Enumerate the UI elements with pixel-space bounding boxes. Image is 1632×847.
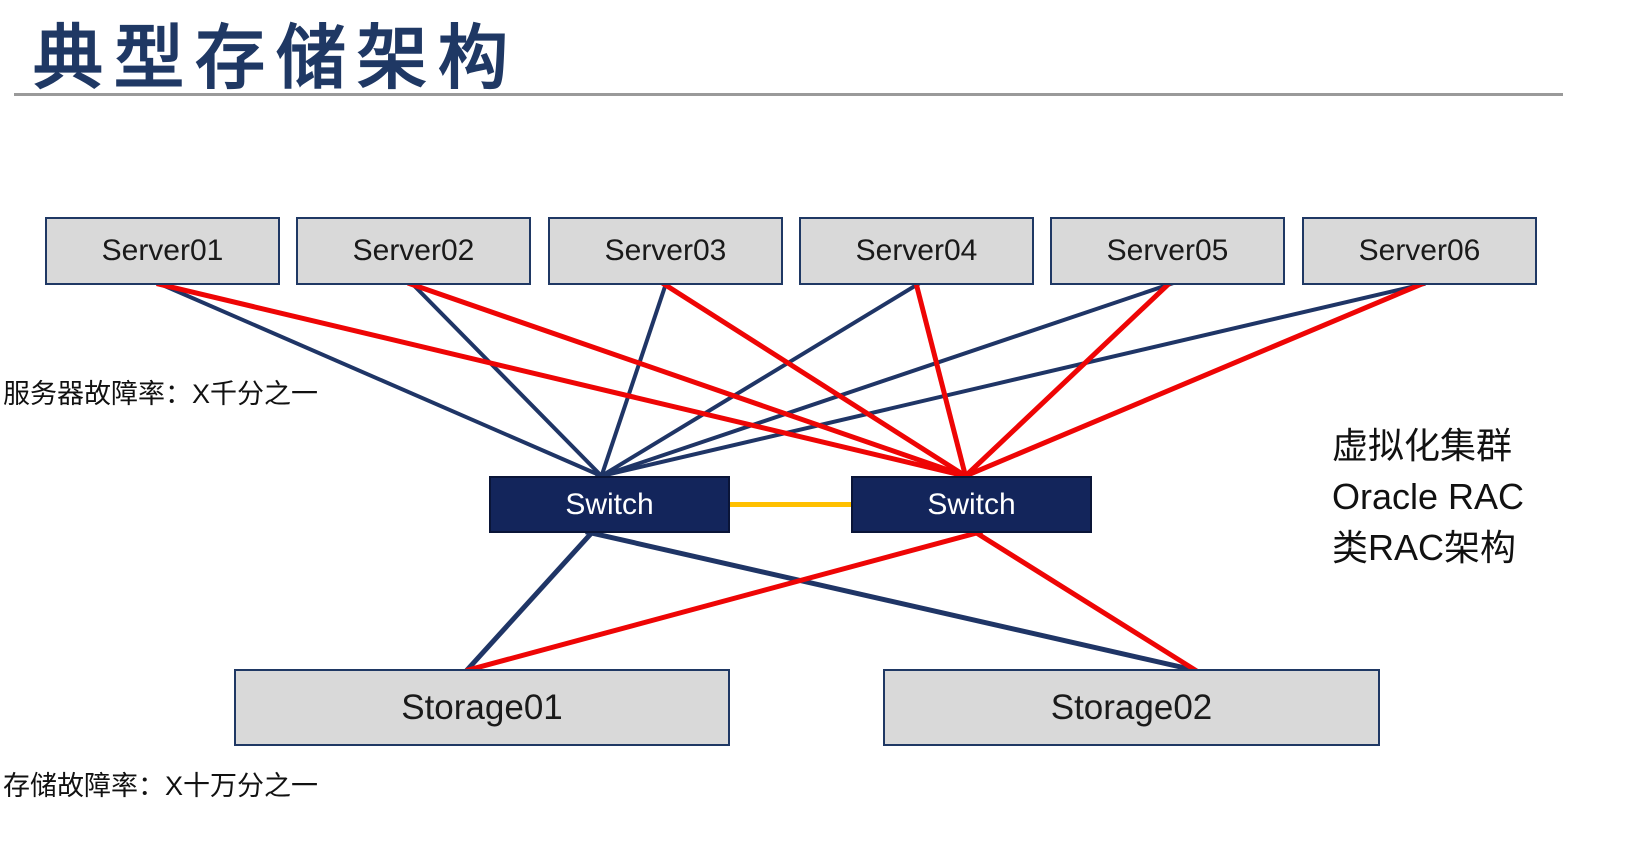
server-failure-rate-note: 服务器故障率：X千分之一 (3, 379, 319, 409)
server-label: Server03 (604, 234, 727, 267)
storage-label: Storage01 (401, 687, 563, 727)
connection-line (407, 279, 608, 482)
connection-line (465, 529, 983, 673)
switch-label: Switch (927, 487, 1016, 521)
connection-line (595, 281, 1174, 480)
server-label: Server02 (352, 234, 475, 267)
cluster-architecture-note: 虚拟化集群 Oracle RAC 类RAC架构 (1332, 420, 1524, 573)
server-box-6: Server06 (1302, 217, 1537, 285)
server-box-5: Server05 (1050, 217, 1285, 285)
connection-line (970, 527, 1200, 675)
switch-box-1: Switch (489, 476, 730, 533)
connection-line (156, 281, 972, 480)
connection-line (595, 280, 923, 481)
connection-line (659, 279, 972, 482)
switch-box-2: Switch (851, 476, 1092, 533)
cluster-note-line-3: 类RAC架构 (1332, 527, 1517, 568)
storage-box-1: Storage01 (234, 669, 730, 746)
title-divider (14, 93, 1563, 96)
server-box-4: Server04 (799, 217, 1034, 285)
server-box-3: Server03 (548, 217, 783, 285)
connection-line (959, 280, 1426, 481)
server-label: Server06 (1358, 234, 1481, 267)
server-box-2: Server02 (296, 217, 531, 285)
connection-line (959, 279, 1174, 482)
connection-line (595, 281, 1426, 480)
server-label: Server04 (855, 234, 978, 267)
storage-label: Storage02 (1050, 687, 1213, 727)
connection-line (156, 280, 608, 481)
connection-line (912, 278, 970, 483)
switch-label: Switch (565, 487, 654, 521)
storage-box-2: Storage02 (883, 669, 1380, 746)
server-label: Server01 (101, 234, 224, 267)
connection-line (407, 280, 972, 481)
page-title: 典型存储架构 (33, 19, 519, 97)
connection-line (585, 529, 1196, 673)
cluster-note-line-1: 虚拟化集群 (1332, 425, 1513, 466)
connection-line (462, 526, 598, 676)
connection-line (597, 278, 670, 483)
server-box-1: Server01 (45, 217, 280, 285)
storage-failure-rate-note: 存储故障率：X十万分之一 (3, 771, 319, 801)
cluster-note-line-2: Oracle RAC (1332, 476, 1525, 517)
server-label: Server05 (1106, 234, 1229, 267)
